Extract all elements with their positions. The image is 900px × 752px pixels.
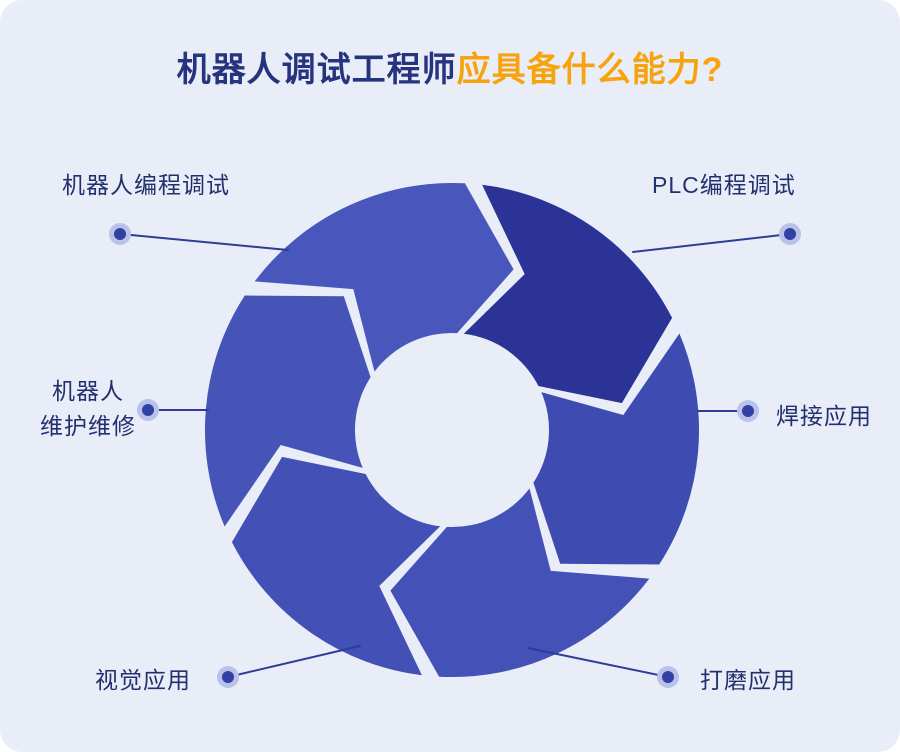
- dot-vision: [222, 671, 234, 683]
- label-welding: 焊接应用: [776, 403, 872, 429]
- label-plc-programming: PLC编程调试: [652, 172, 796, 198]
- label-grinding: 打磨应用: [700, 667, 796, 693]
- segment-right: [533, 333, 700, 565]
- connector-plc-programming: [632, 233, 791, 253]
- dot-welding: [742, 405, 754, 417]
- segment-top-left: [254, 182, 514, 372]
- title-main-text: 机器人调试工程师: [176, 51, 457, 89]
- dot-robot-maintenance: [142, 404, 154, 416]
- label-vision: 视觉应用: [95, 667, 191, 693]
- connector-vision: [227, 645, 361, 678]
- pinwheel-segments: [204, 182, 700, 678]
- segment-bottom-left: [231, 456, 441, 676]
- connector-robot-programming: [119, 233, 289, 251]
- connector-dots: [109, 223, 801, 688]
- label-robot-maintenance: 机器人 维护维修: [40, 378, 136, 439]
- connector-grinding: [527, 647, 669, 678]
- title-accent-text: 应具备什么能力?: [456, 51, 724, 89]
- segment-left: [204, 295, 371, 527]
- segment-bottom-right: [390, 488, 650, 678]
- dot-plc-programming: [784, 228, 796, 240]
- segment-top-right: [463, 184, 673, 404]
- page-title: 机器人调试工程师应具备什么能力?: [0, 42, 900, 91]
- dot-grinding: [662, 671, 674, 683]
- label-robot-programming: 机器人编程调试: [62, 172, 230, 198]
- dot-robot-programming: [114, 228, 126, 240]
